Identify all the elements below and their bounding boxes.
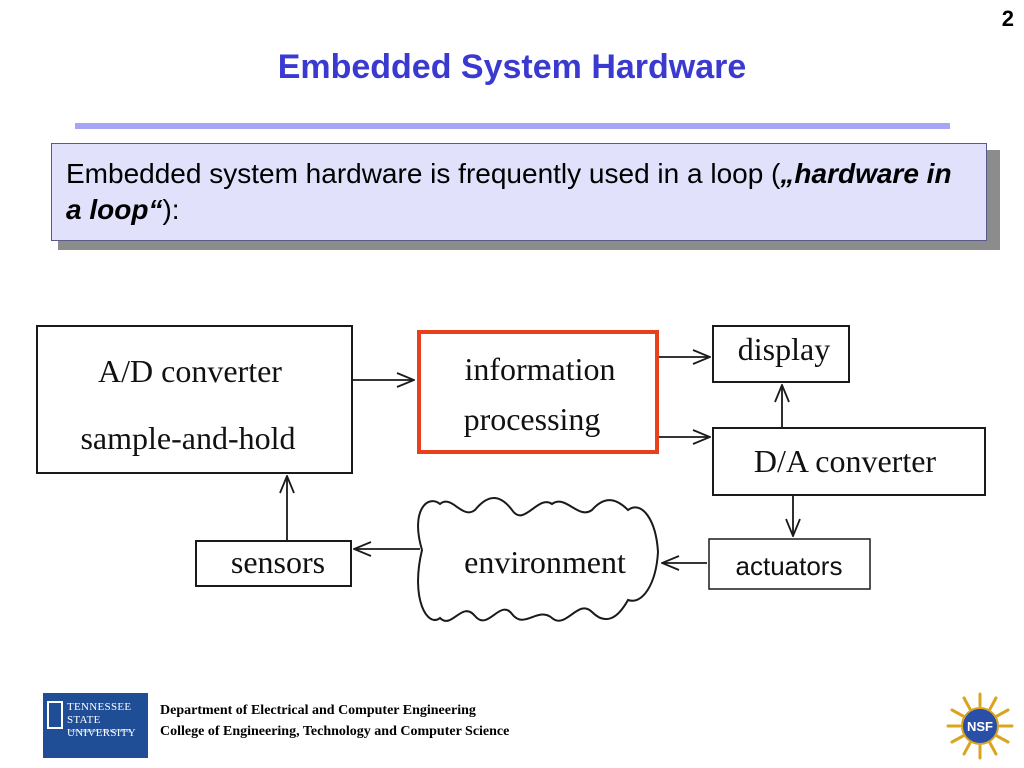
callout-text: Embedded system hardware is frequently u… (66, 158, 781, 189)
actuators-label: actuators (736, 551, 843, 581)
logo-name-line2: STATE UNIVERSITY (67, 714, 136, 739)
tennessee-state-university-logo: TENNESSEE STATE UNIVERSITY Two Campuses.… (43, 693, 148, 758)
nsf-logo: NSF (946, 692, 1014, 760)
logo-tagline: Two Campuses. One University (67, 729, 131, 734)
callout-emphasis: „hardware in a loop“ (66, 158, 952, 225)
tsu-emblem-icon (47, 701, 63, 729)
information-label: information (464, 351, 615, 387)
sample-and-hold-label: sample-and-hold (80, 420, 295, 456)
footer-text: Department of Electrical and Computer En… (160, 700, 509, 742)
footer-department: Department of Electrical and Computer En… (160, 703, 476, 718)
da-converter-label: D/A converter (754, 443, 937, 479)
display-box (712, 325, 850, 383)
ad-converter-box (36, 325, 353, 474)
footer-college: College of Engineering, Technology and C… (160, 724, 510, 739)
sensors-box (195, 540, 352, 587)
display-label: display (738, 331, 830, 367)
callout-text-end: ): (162, 194, 180, 225)
callout-box: Embedded system hardware is frequently u… (51, 143, 987, 241)
actuators-box (708, 538, 871, 590)
page-number: 2 (1001, 6, 1014, 31)
environment-cloud (417, 497, 660, 622)
sensors-label: sensors (231, 544, 325, 580)
da-converter-box (712, 427, 986, 496)
slide-title: Embedded System Hardware (277, 48, 747, 86)
nsf-sunburst-icon: NSF (946, 692, 1014, 760)
nsf-label: NSF (967, 719, 993, 734)
information-processing-box (417, 330, 659, 454)
ad-converter-label: A/D converter (98, 353, 282, 389)
environment-label: environment (464, 544, 626, 580)
processing-label: processing (464, 401, 601, 437)
title-underline (75, 123, 950, 129)
logo-name-line1: TENNESSEE (67, 701, 132, 713)
